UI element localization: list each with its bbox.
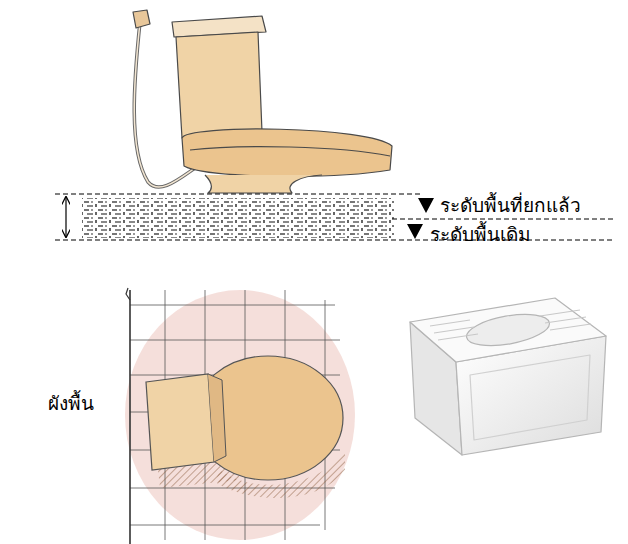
spray-valve [133, 10, 150, 28]
toilet-bowl-plan [193, 356, 343, 480]
grid-line [130, 340, 340, 341]
toilet-side-view [133, 10, 392, 193]
floor-levels [55, 194, 615, 240]
seat-line [190, 147, 390, 156]
spray-hook [126, 288, 130, 300]
raised-level-line [55, 194, 420, 195]
front-panel [470, 355, 590, 440]
squat-opening [464, 309, 552, 351]
grid-line [130, 525, 320, 526]
wall-line [129, 290, 131, 544]
level-line [392, 219, 615, 220]
foot-tread [540, 310, 591, 330]
foot-tread [430, 320, 478, 340]
floor-plan-view [125, 288, 355, 544]
tile-wash [125, 290, 355, 540]
tank-side [208, 374, 226, 462]
level-label: ระดับพื้นเดิม [430, 223, 531, 246]
tank [176, 32, 262, 138]
pedestal [205, 175, 322, 193]
level-marker [407, 224, 423, 239]
toilet-bowl [182, 129, 392, 176]
level-label: ระดับพื้นที่ยกแล้ว [440, 194, 581, 217]
level-label: ผังพื้น [48, 392, 94, 415]
toilet-tank-plan [146, 374, 214, 470]
raised-floor-hatch [82, 198, 394, 238]
squat-top-face [410, 298, 606, 362]
squat-toilet [410, 298, 606, 455]
original-level-line [55, 240, 615, 241]
grid-line [130, 305, 335, 306]
level-marker [418, 198, 434, 213]
height-dimension [65, 197, 66, 237]
